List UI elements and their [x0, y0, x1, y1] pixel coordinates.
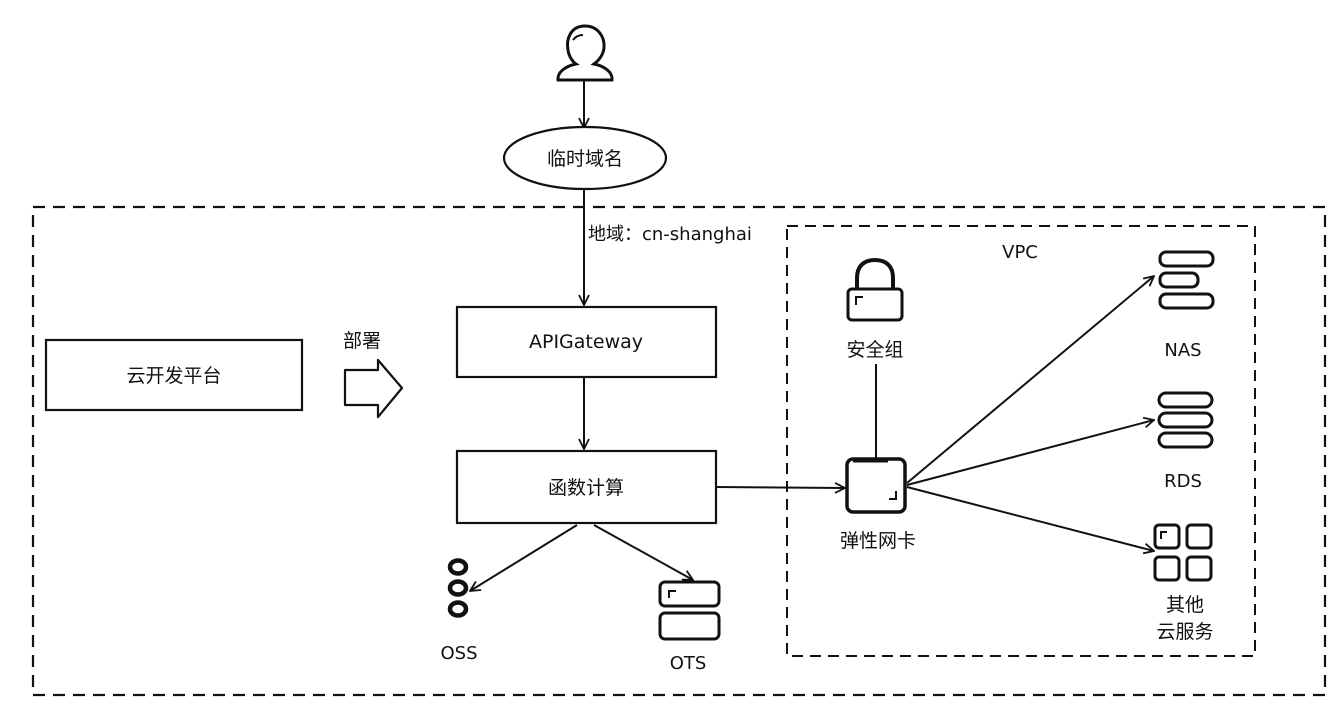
temp-domain-label: 临时域名	[547, 148, 623, 170]
function-compute-box	[455, 449, 718, 525]
arrow-eni-to-rds	[906, 420, 1154, 486]
database-icon	[1157, 391, 1214, 449]
grid-services-icon	[1153, 523, 1213, 582]
other-services-label-line2: 云服务	[1156, 621, 1213, 643]
user-icon	[556, 24, 614, 82]
ots-table-icon	[658, 580, 721, 641]
api-gateway-label: APIGateway	[529, 331, 643, 353]
arrow-function-to-eni	[715, 487, 845, 488]
api-gateway-box	[455, 305, 718, 379]
arrow-eni-to-others	[906, 486, 1154, 551]
region-label: 地域：cn-shanghai	[588, 224, 752, 245]
oss-storage-icon	[447, 558, 469, 618]
oss-label: OSS	[440, 643, 477, 664]
nas-storage-icon	[1158, 250, 1215, 310]
cloud-dev-platform-box	[44, 338, 304, 412]
security-group-label: 安全组	[846, 339, 903, 361]
arrow-eni-to-nas	[906, 276, 1154, 484]
arrow-function-to-oss	[470, 524, 578, 591]
vpc-label: VPC	[1002, 242, 1038, 263]
vpc-region-frame	[786, 225, 1256, 657]
deploy-label: 部署	[343, 330, 381, 352]
deploy-arrow-icon	[343, 358, 404, 419]
nas-label: NAS	[1164, 340, 1201, 361]
ots-label: OTS	[670, 653, 707, 674]
function-compute-label: 函数计算	[548, 477, 624, 499]
network-card-icon	[845, 457, 907, 514]
other-services-label-line1: 其他	[1166, 594, 1204, 616]
temp-domain-node	[502, 125, 668, 191]
arrow-function-to-ots	[593, 524, 693, 580]
rds-label: RDS	[1164, 471, 1202, 492]
lock-icon	[846, 257, 904, 322]
eni-label: 弹性网卡	[840, 530, 916, 552]
cloud-dev-platform-label: 云开发平台	[126, 365, 221, 387]
outer-region-frame	[31, 205, 1327, 697]
